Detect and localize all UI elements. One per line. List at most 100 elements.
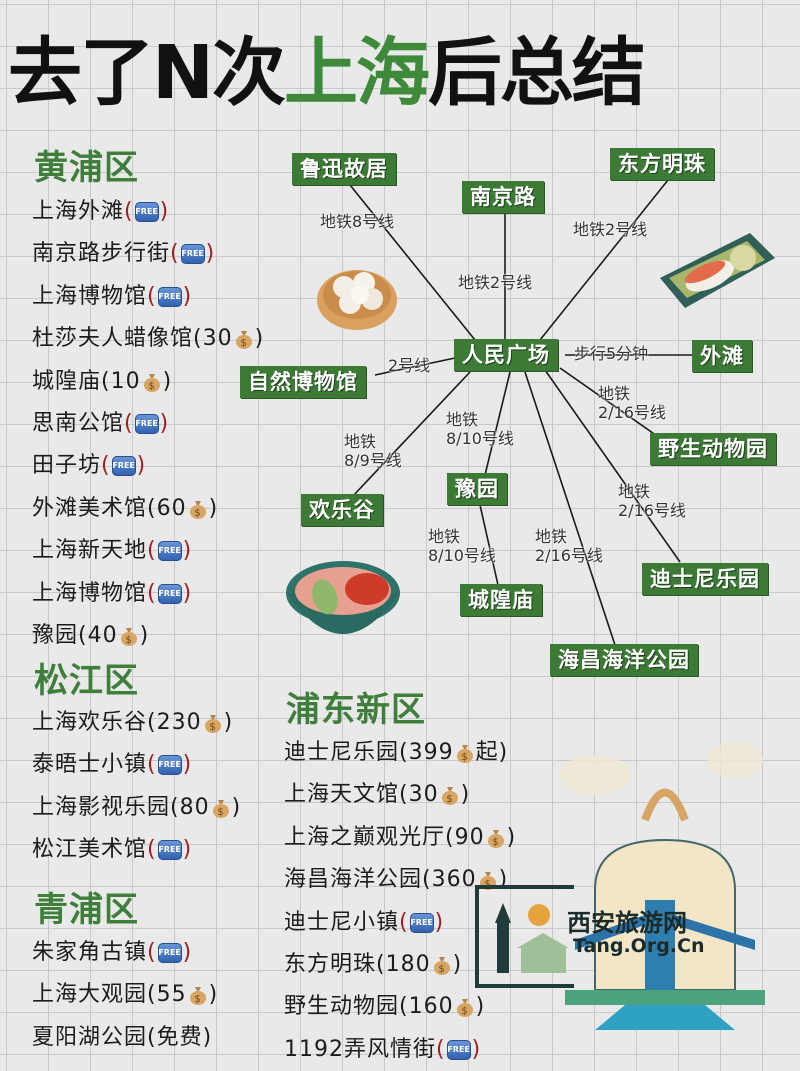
edge-label-waitan: 步行5分钟	[574, 344, 649, 363]
list-item: 南京路步行街(FREE)	[32, 241, 216, 267]
edge-label-dongfang: 地铁2号线	[573, 220, 648, 239]
svg-text:$: $	[194, 508, 201, 519]
free-badge-icon: FREE	[111, 456, 136, 477]
list-item: 夏阳湖公园(免费)	[32, 1024, 213, 1050]
node-waitan: 外滩	[692, 340, 752, 372]
list-item: 上海大观园(55$)	[32, 982, 219, 1008]
district-heading-qingpu: 青浦区	[34, 890, 139, 930]
money-bag-icon: $	[441, 787, 458, 806]
svg-text:$: $	[125, 635, 132, 646]
list-item: 上海天文馆(30$)	[284, 782, 471, 808]
node-chenghuang: 城隍庙	[460, 584, 542, 616]
money-bag-icon: $	[204, 715, 221, 733]
svg-text:$: $	[446, 794, 453, 805]
money-bag-icon: $	[456, 745, 473, 763]
node-haichang: 海昌海洋公园	[550, 644, 698, 676]
free-badge-icon: FREE	[446, 1039, 471, 1060]
money-bag-icon: $	[212, 799, 229, 818]
edge-label-haichang: 地铁 2/16号线	[535, 527, 603, 565]
list-item: 田子坊(FREE)	[32, 453, 147, 479]
pudong-attraction-list: 迪士尼乐园(399$起) 上海天文馆(30$) 上海之巅观光厅(90$) 海昌海…	[284, 732, 516, 1071]
list-item: 迪士尼乐园(399$起)	[284, 740, 509, 765]
list-item: 上海新天地(FREE)	[32, 538, 193, 564]
list-item: 上海博物馆(FREE)	[32, 580, 193, 606]
svg-text:$: $	[461, 752, 468, 763]
list-item: 上海影视乐园(80$)	[32, 794, 242, 820]
svg-text:$: $	[461, 1006, 468, 1017]
hub-renminguangchang: 人民广场	[454, 339, 558, 371]
huangpu-attraction-list: 上海外滩(FREE) 南京路步行街(FREE) 上海博物馆(FREE) 杜莎夫人…	[32, 191, 264, 657]
list-item: 松江美术馆(FREE)	[32, 837, 193, 863]
svg-text:$: $	[438, 964, 445, 975]
free-badge-icon: FREE	[157, 541, 182, 562]
free-badge-icon: FREE	[134, 202, 159, 222]
edge-label-ziran: 2号线	[388, 356, 431, 375]
list-item: 迪士尼小镇(FREE)	[284, 909, 445, 935]
songjiang-attraction-list: 上海欢乐谷(230$) 泰晤士小镇(FREE) 上海影视乐园(80$) 松江美术…	[32, 702, 241, 872]
money-bag-icon: $	[235, 331, 252, 350]
svg-text:$: $	[484, 879, 491, 890]
qingpu-attraction-list: 朱家角古镇(FREE) 上海大观园(55$) 夏阳湖公园(免费)	[32, 932, 218, 1059]
free-badge-icon: FREE	[157, 286, 182, 307]
node-ziran: 自然博物馆	[240, 366, 366, 398]
money-bag-icon: $	[189, 500, 206, 519]
title-highlight: 上海	[283, 30, 430, 116]
node-nanjinglu: 南京路	[462, 181, 544, 213]
list-item: 东方明珠(180$)	[284, 951, 463, 977]
page-title: 去了N次上海后总结	[8, 28, 646, 118]
edge-label-disney: 地铁 2/16号线	[618, 482, 686, 520]
building-illustration	[560, 742, 765, 1030]
list-item: 1192弄风情街(FREE)	[284, 1036, 482, 1062]
edge-label-huanlegu: 地铁 8/9号线	[344, 432, 402, 470]
svg-text:$: $	[194, 994, 201, 1005]
title-part2: 后总结	[427, 30, 646, 116]
list-item: 朱家角古镇(FREE)	[32, 940, 193, 965]
svg-text:$: $	[492, 837, 499, 848]
svg-text:$: $	[148, 381, 155, 392]
list-item: 上海博物馆(FREE)	[32, 283, 193, 309]
list-item: 上海欢乐谷(230$)	[32, 710, 234, 735]
list-item: 上海外滩(FREE)	[32, 199, 170, 224]
sushi-plate-illustration	[660, 233, 775, 308]
node-huanlegu: 欢乐谷	[301, 494, 383, 526]
noodle-bowl-illustration	[286, 561, 400, 634]
free-badge-icon: FREE	[157, 943, 182, 963]
title-part1: 去了N次	[8, 30, 286, 116]
list-item: 杜莎夫人蜡像馆(30$)	[32, 326, 265, 352]
money-bag-icon: $	[487, 829, 504, 848]
list-item: 泰晤士小镇(FREE)	[32, 752, 193, 778]
money-bag-icon: $	[143, 373, 160, 392]
watermark-frame	[475, 885, 574, 988]
free-badge-icon: FREE	[134, 413, 159, 434]
list-item: 豫园(40$)	[32, 622, 150, 648]
node-dongfang: 东方明珠	[610, 148, 714, 180]
edge-label-luxun: 地铁8号线	[320, 212, 395, 231]
dumpling-steamer-illustration	[317, 270, 397, 330]
list-item: 海昌海洋公园(360$)	[284, 867, 509, 893]
node-luxun: 鲁迅故居	[292, 153, 396, 185]
district-heading-huangpu: 黄浦区	[34, 148, 139, 188]
money-bag-icon: $	[120, 627, 137, 646]
money-bag-icon: $	[433, 956, 450, 975]
edge-label-yesheng: 地铁 2/16号线	[598, 384, 666, 422]
node-yuyuan: 豫园	[447, 473, 507, 505]
pagoda-logo-icon	[495, 903, 569, 973]
svg-text:$: $	[217, 807, 224, 818]
free-badge-icon: FREE	[157, 840, 182, 861]
watermark-cn: 西安旅游网	[567, 909, 687, 937]
free-badge-icon: FREE	[157, 583, 182, 604]
money-bag-icon: $	[456, 999, 473, 1018]
list-item: 思南公馆(FREE)	[32, 410, 170, 436]
list-item: 城隍庙(10$)	[32, 368, 173, 394]
list-item: 野生动物园(160$)	[284, 994, 486, 1020]
node-yesheng: 野生动物园	[650, 433, 776, 465]
money-bag-icon: $	[189, 987, 206, 1006]
free-badge-icon: FREE	[157, 755, 182, 776]
district-heading-pudong: 浦东新区	[286, 690, 426, 730]
svg-text:$: $	[209, 722, 216, 733]
watermark-en: Tang.Org.Cn	[573, 935, 705, 957]
district-heading-songjiang: 松江区	[34, 661, 139, 701]
list-item: 上海之巅观光厅(90$)	[284, 824, 517, 850]
svg-text:$: $	[240, 338, 247, 349]
